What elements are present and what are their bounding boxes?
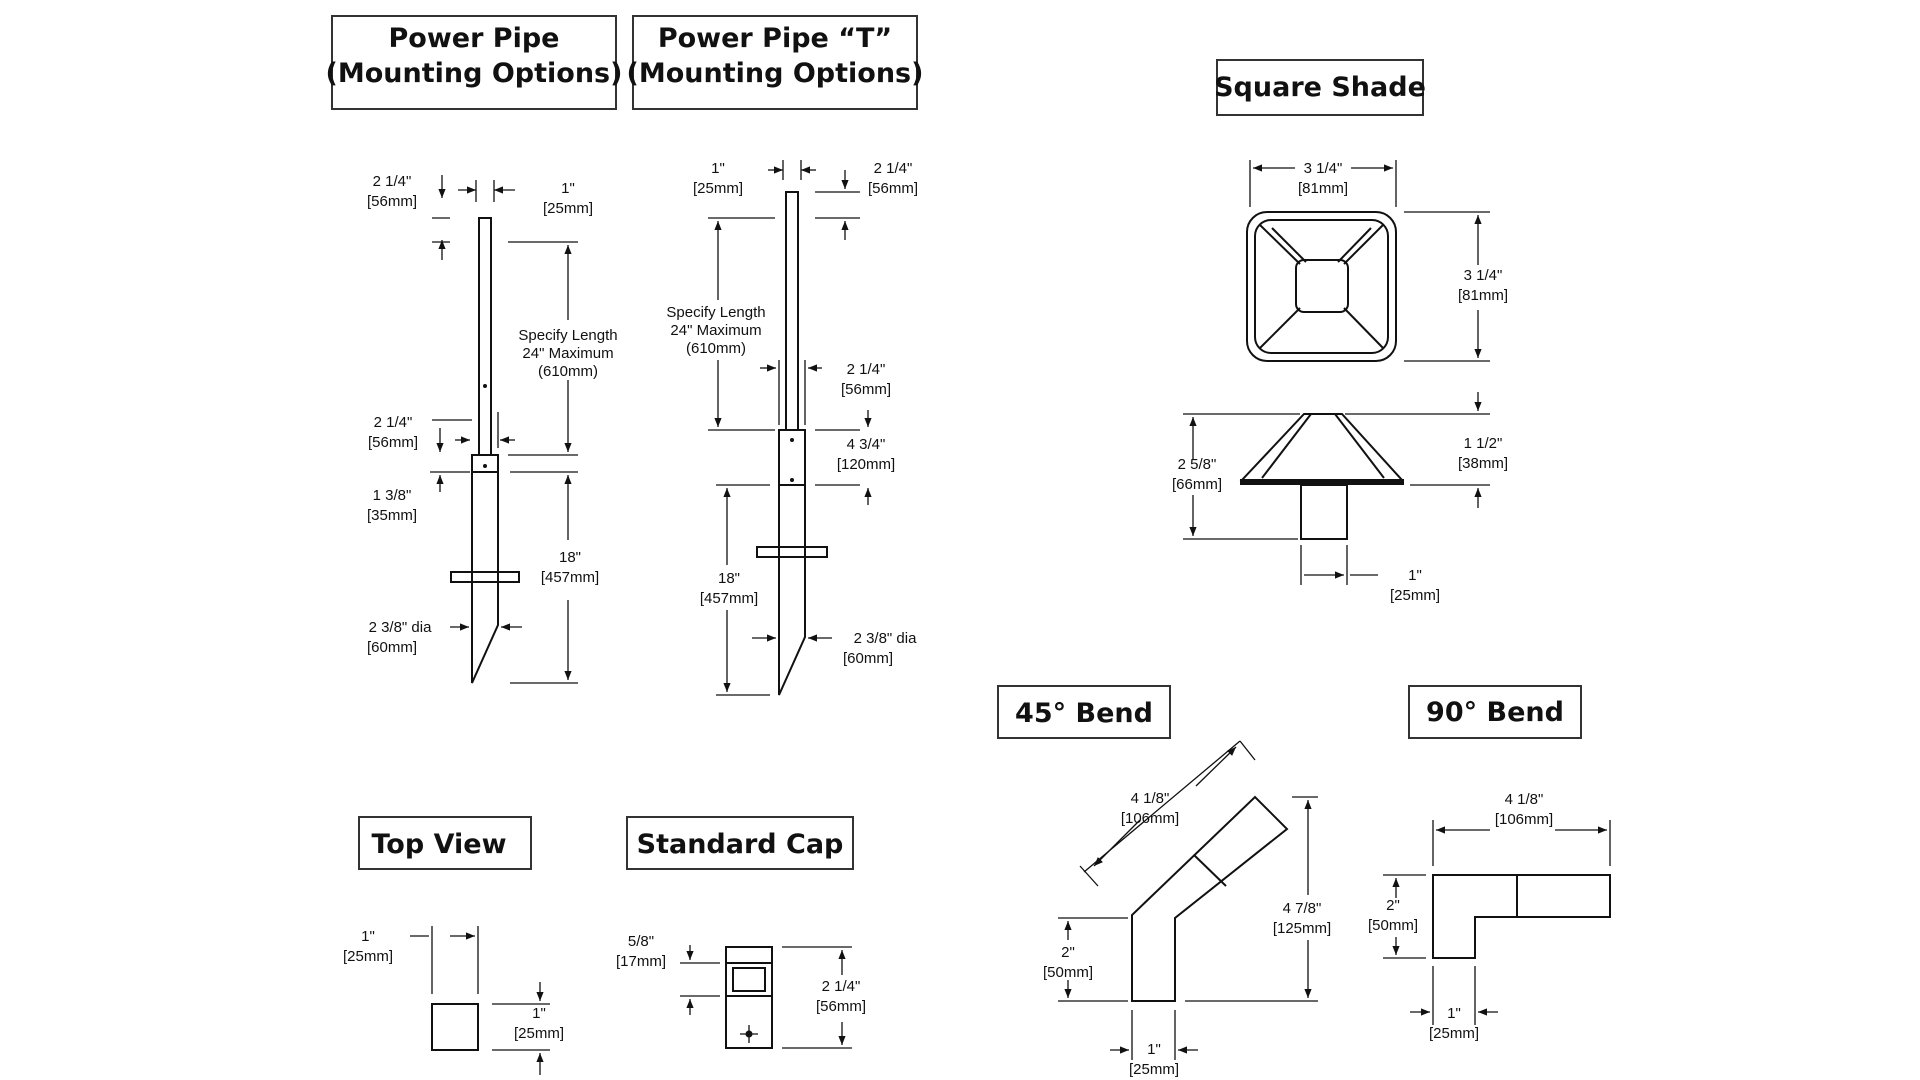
svg-text:[60mm]: [60mm] (367, 639, 417, 656)
square-shade-side-view (1239, 413, 1405, 540)
svg-text:[50mm]: [50mm] (1368, 917, 1418, 934)
standard-cap-title: Standard Cap (626, 816, 854, 870)
power-pipe-t-title: Power Pipe “T” (Mounting Options) (627, 15, 924, 110)
svg-text:18": 18" (718, 570, 740, 587)
svg-text:(610mm): (610mm) (686, 340, 746, 357)
svg-text:1": 1" (361, 928, 375, 945)
svg-text:[25mm]: [25mm] (693, 180, 743, 197)
svg-text:1": 1" (1408, 567, 1422, 584)
svg-text:[457mm]: [457mm] (541, 569, 599, 586)
svg-text:[17mm]: [17mm] (616, 953, 666, 970)
power-pipe-dimensions: 2 1/4" [56mm] 1" [25mm] Specify Length 2… (367, 173, 618, 684)
svg-text:2 1/4": 2 1/4" (874, 160, 913, 177)
svg-text:(Mounting Options): (Mounting Options) (627, 58, 924, 89)
svg-text:3 1/4": 3 1/4" (1304, 160, 1343, 177)
svg-text:(610mm): (610mm) (538, 363, 598, 380)
svg-text:[125mm]: [125mm] (1273, 920, 1331, 937)
svg-text:1": 1" (532, 1005, 546, 1022)
svg-text:2 1/4": 2 1/4" (822, 978, 861, 995)
svg-text:2 1/4": 2 1/4" (374, 414, 413, 431)
svg-text:[56mm]: [56mm] (368, 434, 418, 451)
svg-text:[106mm]: [106mm] (1121, 810, 1179, 827)
svg-text:[56mm]: [56mm] (367, 193, 417, 210)
svg-text:2 5/8": 2 5/8" (1178, 456, 1217, 473)
svg-text:[106mm]: [106mm] (1495, 811, 1553, 828)
svg-text:18": 18" (559, 549, 581, 566)
standard-cap-drawing (725, 946, 773, 1049)
svg-text:5/8": 5/8" (628, 933, 654, 950)
svg-text:[56mm]: [56mm] (816, 998, 866, 1015)
svg-text:[35mm]: [35mm] (367, 507, 417, 524)
svg-text:3 1/4": 3 1/4" (1464, 267, 1503, 284)
svg-text:24" Maximum: 24" Maximum (670, 322, 761, 339)
svg-text:4 1/8": 4 1/8" (1505, 791, 1544, 808)
square-shade-top-view (1246, 211, 1397, 362)
bend-90-drawing (1432, 874, 1611, 959)
svg-text:[25mm]: [25mm] (1129, 1061, 1179, 1078)
svg-text:[25mm]: [25mm] (343, 948, 393, 965)
square-shade-dimensions: 3 1/4" [81mm] 3 1/4" [81mm] 2 5/8" [66mm… (1172, 160, 1508, 604)
power-pipe-drawing (450, 217, 520, 684)
power-pipe-t-drawing (756, 191, 828, 696)
svg-text:2 1/4": 2 1/4" (373, 173, 412, 190)
svg-text:[25mm]: [25mm] (543, 200, 593, 217)
svg-text:[81mm]: [81mm] (1458, 287, 1508, 304)
svg-text:Power Pipe: Power Pipe (389, 23, 560, 54)
bend-45-drawing (1131, 795, 1289, 1002)
svg-text:[56mm]: [56mm] (841, 381, 891, 398)
svg-text:2": 2" (1386, 897, 1400, 914)
svg-text:[120mm]: [120mm] (837, 456, 895, 473)
svg-text:[25mm]: [25mm] (1429, 1025, 1479, 1042)
svg-text:1 3/8": 1 3/8" (373, 487, 412, 504)
svg-text:2 3/8" dia: 2 3/8" dia (369, 619, 433, 636)
svg-text:[25mm]: [25mm] (514, 1025, 564, 1042)
svg-text:24" Maximum: 24" Maximum (522, 345, 613, 362)
top-view-title: Top View (358, 816, 532, 870)
bend-90-dimensions: 4 1/8" [106mm] 2" [50mm] 1" [25mm] (1368, 791, 1611, 1042)
svg-text:1 1/2": 1 1/2" (1464, 435, 1503, 452)
bend-90-title: 90° Bend (1408, 685, 1582, 739)
svg-text:[25mm]: [25mm] (1390, 587, 1440, 604)
svg-text:4 7/8": 4 7/8" (1283, 900, 1322, 917)
svg-text:2": 2" (1061, 944, 1075, 961)
svg-text:Top View: Top View (371, 829, 506, 860)
svg-text:[50mm]: [50mm] (1043, 964, 1093, 981)
power-pipe-title: Power Pipe (Mounting Options) (326, 15, 623, 110)
svg-text:1": 1" (711, 160, 725, 177)
power-pipe-t-dimensions: 1" [25mm] 2 1/4" [56mm] Specify Length 2… (666, 160, 918, 696)
svg-text:[457mm]: [457mm] (700, 590, 758, 607)
svg-text:Specify Length: Specify Length (666, 304, 765, 321)
svg-text:[56mm]: [56mm] (868, 180, 918, 197)
svg-text:1": 1" (1147, 1041, 1161, 1058)
svg-text:90° Bend: 90° Bend (1426, 697, 1564, 728)
top-view-drawing (431, 1003, 479, 1051)
square-shade-title: Square Shade (1214, 59, 1426, 116)
svg-text:45° Bend: 45° Bend (1015, 698, 1153, 729)
top-view-dimensions: 1" [25mm] 1" [25mm] (343, 926, 564, 1075)
svg-text:4 3/4": 4 3/4" (847, 436, 886, 453)
bend-45-title: 45° Bend (997, 685, 1171, 739)
svg-text:Standard Cap: Standard Cap (637, 829, 844, 860)
standard-cap-dimensions: 5/8" [17mm] 2 1/4" [56mm] (616, 933, 866, 1049)
svg-text:Square Shade: Square Shade (1214, 72, 1426, 103)
svg-text:1": 1" (1447, 1005, 1461, 1022)
svg-text:[66mm]: [66mm] (1172, 476, 1222, 493)
svg-text:[38mm]: [38mm] (1458, 455, 1508, 472)
svg-text:4 1/8": 4 1/8" (1131, 790, 1170, 807)
svg-text:1": 1" (561, 180, 575, 197)
svg-text:2 1/4": 2 1/4" (847, 361, 886, 378)
svg-text:(Mounting Options): (Mounting Options) (326, 58, 623, 89)
svg-text:[81mm]: [81mm] (1298, 180, 1348, 197)
bend-45-dimensions: 4 1/8" [106mm] 4 7/8" [125mm] 2" [50mm] … (1043, 740, 1331, 1078)
svg-text:2 3/8" dia: 2 3/8" dia (854, 630, 918, 647)
svg-text:Power Pipe “T”: Power Pipe “T” (658, 23, 892, 54)
svg-text:Specify Length: Specify Length (518, 327, 617, 344)
svg-text:[60mm]: [60mm] (843, 650, 893, 667)
